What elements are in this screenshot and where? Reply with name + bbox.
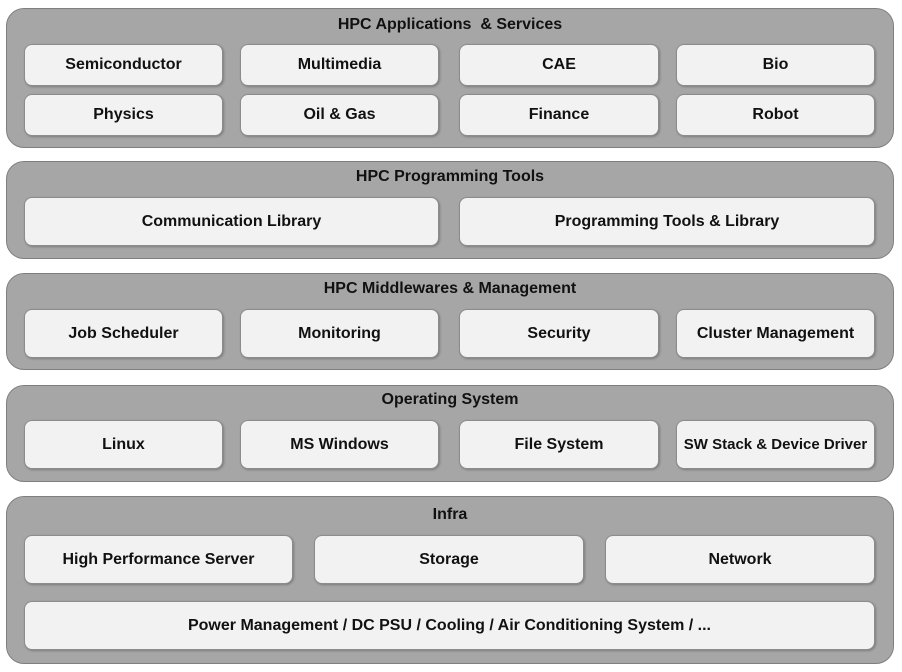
layer-title: HPC Middlewares & Management (323, 280, 577, 297)
item-semiconductor: Semiconductor (24, 44, 223, 86)
item-network: Network (605, 535, 875, 584)
item-multimedia: Multimedia (240, 44, 439, 86)
item-job-scheduler: Job Scheduler (24, 309, 223, 358)
layer-middlewares-management: HPC Middlewares & Management Job Schedul… (6, 273, 894, 370)
layer-title: HPC Applications & Services (337, 16, 563, 33)
item-cae: CAE (459, 44, 659, 86)
layer-title: Operating System (381, 391, 519, 408)
item-cluster-management: Cluster Management (676, 309, 875, 358)
item-file-system: File System (459, 420, 659, 469)
item-communication-library: Communication Library (24, 197, 439, 246)
item-monitoring: Monitoring (240, 309, 439, 358)
layer-operating-system: Operating System Linux MS Windows File S… (6, 385, 894, 482)
item-security: Security (459, 309, 659, 358)
layer-title: Infra (432, 506, 468, 523)
item-sw-stack-device-driver: SW Stack & Device Driver (676, 420, 875, 469)
item-robot: Robot (676, 94, 875, 136)
layer-title: HPC Programming Tools (355, 168, 545, 185)
item-programming-tools-library: Programming Tools & Library (459, 197, 875, 246)
layer-infra: Infra High Performance Server Storage Ne… (6, 496, 894, 664)
item-ms-windows: MS Windows (240, 420, 439, 469)
layer-programming-tools: HPC Programming Tools Communication Libr… (6, 161, 894, 259)
item-storage: Storage (314, 535, 584, 584)
item-linux: Linux (24, 420, 223, 469)
layer-applications-services: HPC Applications & Services Semiconducto… (6, 8, 894, 148)
item-bio: Bio (676, 44, 875, 86)
item-finance: Finance (459, 94, 659, 136)
item-power-cooling: Power Management / DC PSU / Cooling / Ai… (24, 601, 875, 650)
item-physics: Physics (24, 94, 223, 136)
item-oil-gas: Oil & Gas (240, 94, 439, 136)
item-high-performance-server: High Performance Server (24, 535, 293, 584)
